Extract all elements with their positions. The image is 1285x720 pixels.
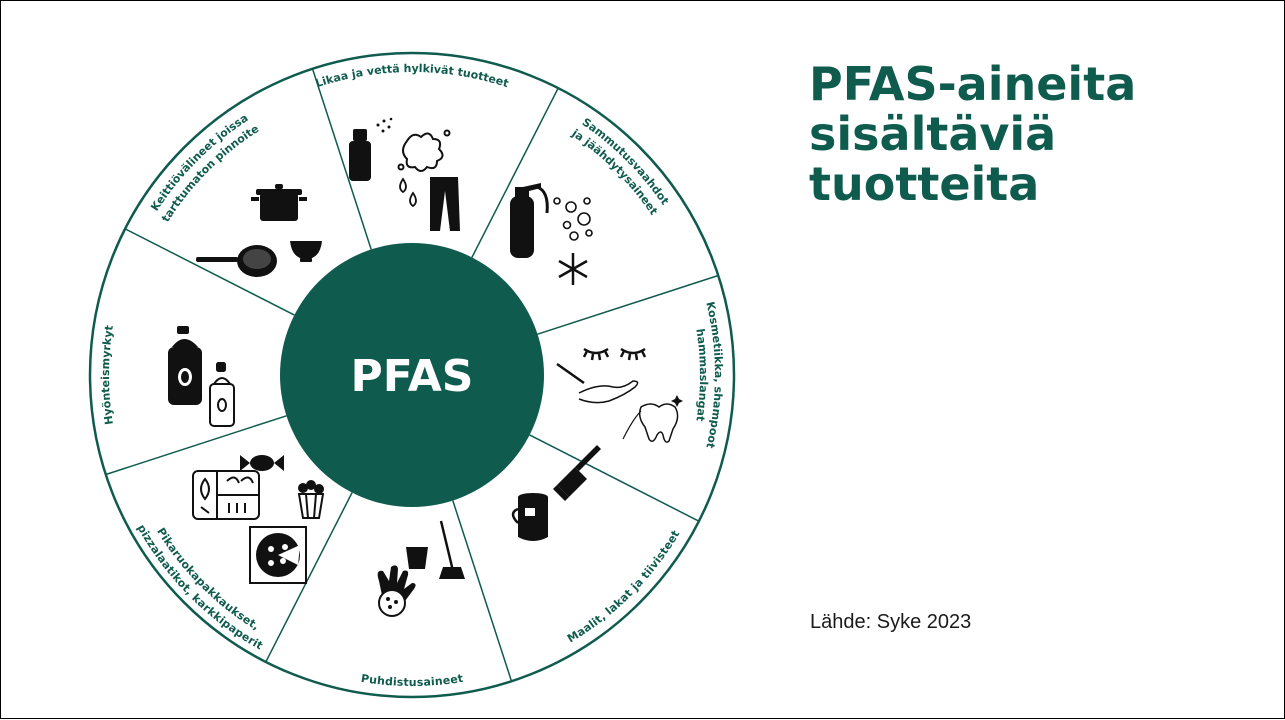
segment-divider [311, 68, 372, 250]
bubbles-icon [553, 197, 593, 241]
paint-brush-icon [553, 445, 601, 501]
segment-label-text: Keittiövälineet joissa [148, 111, 250, 213]
segment-divider [105, 415, 287, 476]
segment-label-text: Puhdistusaineet [360, 672, 464, 689]
hand-brush-icon [556, 362, 639, 404]
spray-can-icon [349, 117, 393, 181]
segment-label-text: hammaslangat [693, 328, 710, 422]
segment-label: Maalit, lakat ja tiivisteet [565, 528, 682, 645]
segment-divider [537, 274, 719, 335]
segment-dividers [105, 68, 719, 682]
pfas-product-wheel: Likaa ja vettä hylkivät tuotteetSammutus… [88, 51, 736, 699]
bucket-mop-icon [406, 520, 465, 579]
segment-label-text: Sammutusvaahdot [580, 116, 672, 208]
wheel-outer-ring [88, 51, 736, 699]
segment-divider [529, 434, 700, 522]
food-tray-icon [192, 470, 260, 520]
segment-divider [265, 492, 353, 663]
source-citation: Lähde: Syke 2023 [810, 611, 972, 633]
paint-bucket-icon [511, 493, 548, 541]
segment-label: Likaa ja vettä hylkivät tuotteet [314, 62, 510, 90]
bowl-icon [290, 241, 322, 262]
small-spray-can-icon [209, 362, 235, 427]
snowflake-icon [558, 253, 588, 285]
segment-label: hammaslangat [693, 328, 710, 422]
slide-title-line: sisältäviä [809, 107, 1057, 161]
segment-divider [471, 87, 559, 258]
glove-sponge-icon [377, 565, 416, 617]
pizza-box-icon [249, 526, 307, 584]
eyelashes-icon [582, 347, 647, 361]
slide-title: PFAS-aineita sisältäviä tuotteita [809, 59, 1136, 209]
segment-divider [452, 500, 513, 682]
tooth-icon [622, 395, 683, 443]
stain-icon [397, 129, 451, 172]
popcorn-icon [297, 480, 325, 519]
fire-extinguisher-icon [510, 183, 549, 258]
segment-label: Keittiövälineet joissa [148, 111, 250, 213]
segment-divider [124, 228, 295, 316]
candy-icon [240, 455, 284, 471]
segment-label: Hyönteismyrkyt [99, 324, 116, 425]
pfas-center-circle [280, 243, 544, 507]
pot-icon [251, 184, 307, 221]
segment-label-text: Hyönteismyrkyt [99, 324, 116, 425]
slide-title-line: tuotteita [809, 157, 1040, 211]
insecticide-can-icon [168, 326, 202, 405]
segment-label-text: Likaa ja vettä hylkivät tuotteet [314, 62, 510, 90]
segment-label-text: Maalit, lakat ja tiivisteet [565, 528, 682, 645]
segment-label: Sammutusvaahdot [580, 116, 672, 208]
frying-pan-icon [196, 245, 277, 277]
trousers-icon [430, 177, 460, 231]
water-drops-icon [399, 177, 417, 208]
segment-label: Puhdistusaineet [360, 672, 464, 689]
slide-title-line: PFAS-aineita [809, 57, 1137, 111]
pfas-center-label: PFAS [351, 351, 474, 402]
